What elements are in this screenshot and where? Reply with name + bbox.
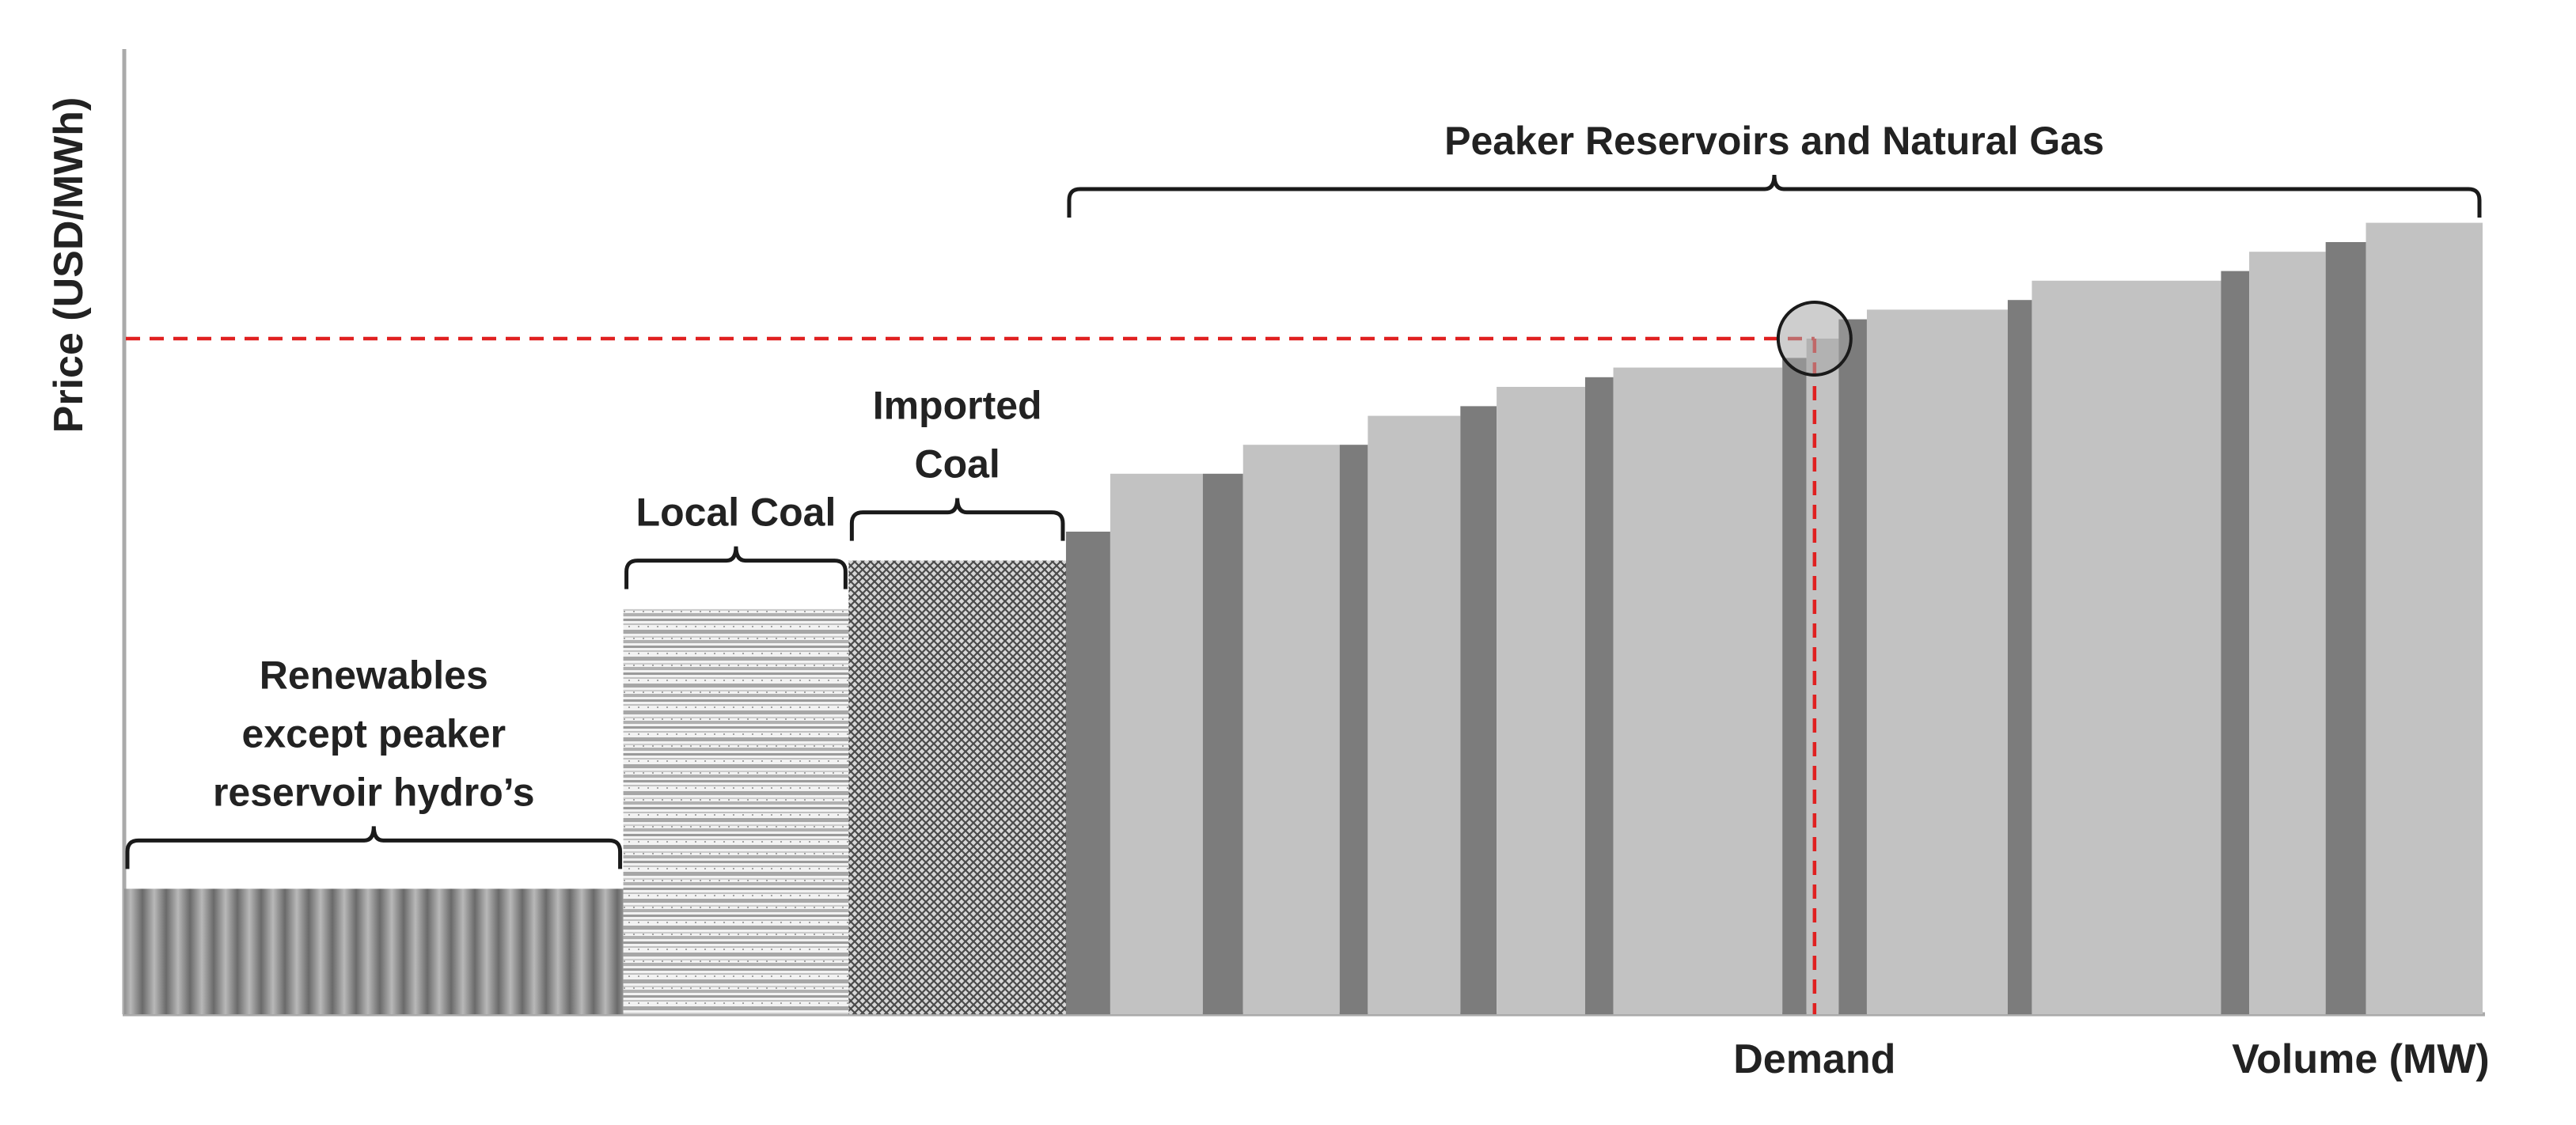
supply-block-3-0 [1065,532,1110,1014]
supply-block-3-15 [2032,280,2221,1014]
group-label-2-line-0: Imported [873,384,1042,428]
bracket-3 [1067,174,2482,218]
supply-block-3-11 [1806,339,1839,1014]
x-axis-label: Volume (MW) [2232,1036,2489,1082]
supply-block-3-13 [1866,309,2008,1014]
supply-block-3-5 [1368,415,1461,1014]
y-axis-label: Price (USD/MWh) [46,97,92,434]
demand-label: Demand [1733,1036,1895,1082]
supply-block-3-6 [1460,406,1497,1014]
supply-block-3-4 [1339,445,1368,1014]
supply-block-3-19 [2365,222,2483,1015]
supply-block-3-7 [1497,387,1585,1014]
supply-block-3-3 [1242,445,1340,1014]
supply-block-3-17 [2249,252,2326,1014]
supply-block-3-18 [2325,242,2366,1014]
supply-blocks [124,222,2483,1015]
group-label-0-line-2: reservoir hydro’s [213,770,535,814]
supply-block-3-12 [1838,319,1867,1015]
supply-block-3-8 [1584,377,1614,1014]
bracket-2 [849,498,1065,541]
supply-block-3-2 [1202,473,1243,1014]
supply-block-3-9 [1613,367,1783,1015]
group-label-0-line-1: except peaker [242,711,506,756]
bracket-1 [624,546,848,589]
group-label-1-line-0: Local Coal [636,491,837,535]
supply-block-3-16 [2221,271,2250,1015]
group-label-0-line-0: Renewables [260,653,488,697]
supply-block-3-14 [2007,300,2032,1014]
bracket-0 [125,826,623,869]
group-brackets [125,174,2482,869]
supply-block-0-0 [124,888,624,1014]
group-label-3-line-0: Peaker Reservoirs and Natural Gas [1444,119,2104,163]
supply-block-1-0 [623,608,849,1014]
supply-block-2-0 [848,560,1066,1014]
market-clearing-point-marker [1776,301,1853,377]
group-labels: Renewables except peaker reservoir hydro’s… [213,119,2104,814]
supply-block-3-1 [1110,473,1203,1014]
supply-block-3-10 [1782,358,1807,1014]
group-label-2-line-1: Coal [914,442,1000,487]
